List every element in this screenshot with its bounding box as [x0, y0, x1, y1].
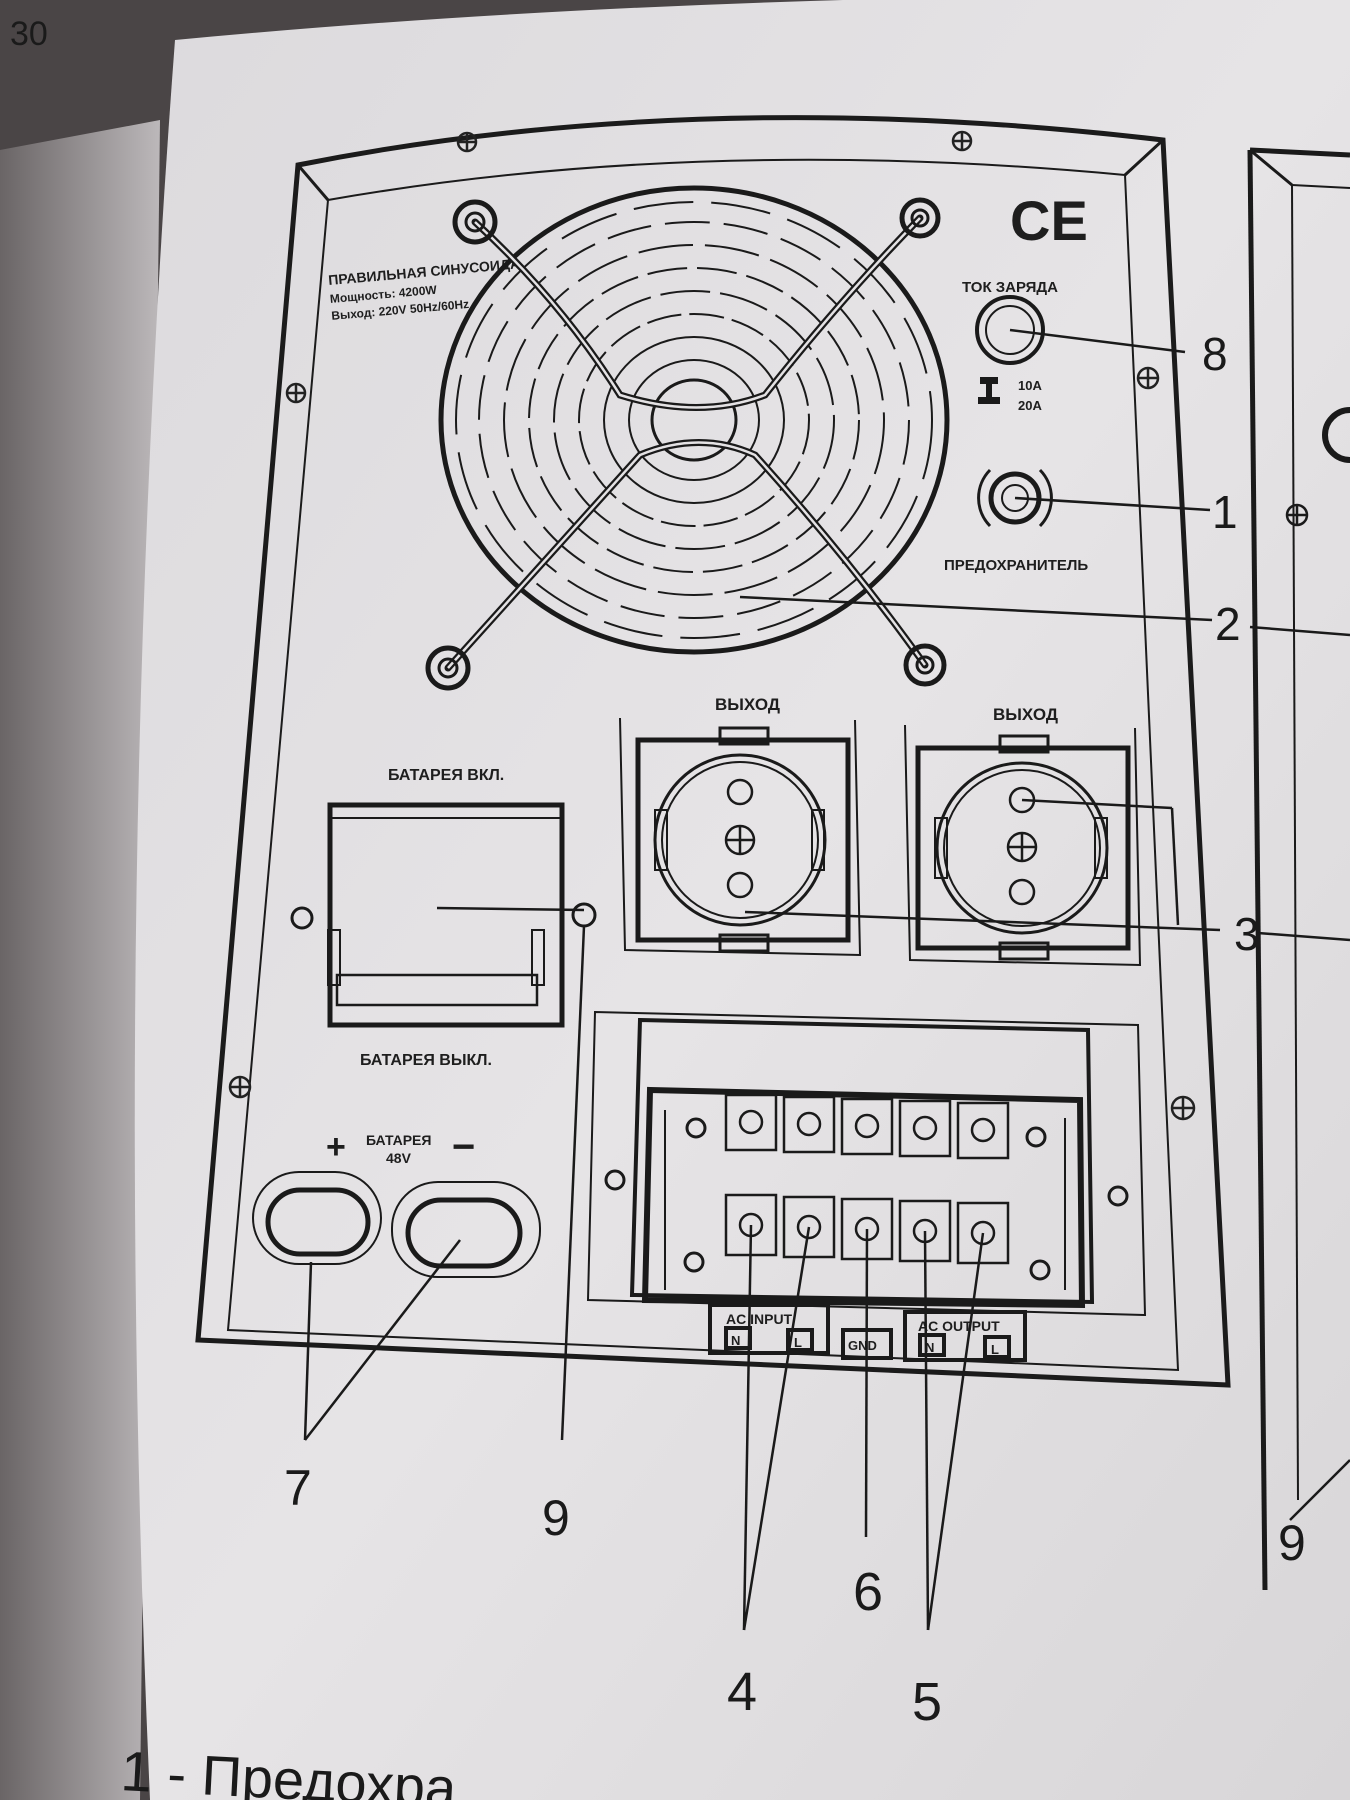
- battery-terminal-positive[interactable]: [252, 1171, 382, 1265]
- ac-input-pin-n: N: [731, 1333, 740, 1348]
- screw-icon: [456, 131, 478, 153]
- callout-5: 5: [912, 1672, 942, 1732]
- spec-label: ПРАВИЛЬНАЯ СИНУСОИДА Мощность: 4200W Вых…: [328, 255, 521, 323]
- legend-item-1: 1 - Предохра: [119, 1739, 458, 1800]
- ac-terminal-block: [586, 1010, 1147, 1317]
- screw-icon: [285, 382, 307, 404]
- callout-7: 7: [284, 1460, 312, 1516]
- output-socket-left[interactable]: [619, 717, 862, 957]
- battery-terminal-label: БАТАРЕЯ: [366, 1132, 431, 1148]
- ce-mark: CE: [1010, 189, 1088, 252]
- charge-current-switch[interactable]: [975, 295, 1045, 365]
- battery-on-label: БАТАРЕЯ ВКЛ.: [388, 767, 504, 784]
- callout-6: 6: [853, 1562, 883, 1622]
- ac-output-pin-n: N: [925, 1340, 934, 1355]
- ac-output-pin-l: L: [991, 1342, 999, 1357]
- callout-8: 8: [1202, 328, 1228, 380]
- callout-4: 4: [727, 1662, 757, 1722]
- battery-off-label: БАТАРЕЯ ВЫКЛ.: [360, 1052, 492, 1069]
- screw-icon: [1170, 1095, 1196, 1121]
- battery-minus-sign: −: [452, 1125, 475, 1169]
- screw-icon: [1136, 366, 1160, 390]
- rear-panel: [195, 115, 1231, 1388]
- second-panel-partial: [1247, 147, 1350, 1591]
- panel-screws: [228, 130, 1196, 1121]
- terminal-screws-top: [724, 1093, 1010, 1160]
- leader-lines: [303, 328, 1350, 1631]
- callout-2: 2: [1215, 598, 1241, 650]
- callout-9-second-panel: 9: [1278, 1515, 1306, 1571]
- ac-output-label: AC OUTPUT: [918, 1318, 1000, 1334]
- charge-current-label: ТОК ЗАРЯДА: [962, 279, 1058, 296]
- fuse-holder[interactable]: [977, 468, 1053, 528]
- callout-3: 3: [1234, 908, 1260, 960]
- gnd-label: GND: [848, 1338, 877, 1353]
- callout-9: 9: [542, 1490, 570, 1546]
- screw-icon: [228, 1075, 252, 1099]
- callout-1: 1: [1212, 486, 1238, 538]
- cooling-fan-grille: [425, 185, 950, 691]
- fan-screw: [903, 643, 947, 687]
- switch-position-icon: [978, 377, 1000, 404]
- screw-icon: [951, 130, 973, 152]
- charge-option-20a: 20A: [1018, 398, 1042, 413]
- corner-page-number: 30: [10, 15, 48, 53]
- output-label-left: ВЫХОД: [715, 695, 780, 714]
- ac-input-label-box: [708, 1303, 830, 1355]
- battery-breaker-switch[interactable]: [290, 802, 597, 1028]
- battery-terminal-negative[interactable]: [391, 1181, 541, 1278]
- fuse-label: ПРЕДОХРАНИТЕЛЬ: [944, 557, 1088, 574]
- output-label-right: ВЫХОД: [993, 705, 1058, 724]
- battery-voltage-label: 48V: [386, 1150, 412, 1166]
- ac-input-pin-l: L: [794, 1335, 802, 1350]
- battery-plus-sign: +: [326, 1128, 346, 1166]
- fan-screw: [425, 645, 471, 691]
- fan-screw: [899, 197, 941, 239]
- ac-input-label: AC INPUT: [726, 1311, 793, 1327]
- fan-screw: [452, 199, 498, 245]
- charge-option-10a: 10A: [1018, 378, 1042, 393]
- output-socket-right[interactable]: [904, 724, 1142, 967]
